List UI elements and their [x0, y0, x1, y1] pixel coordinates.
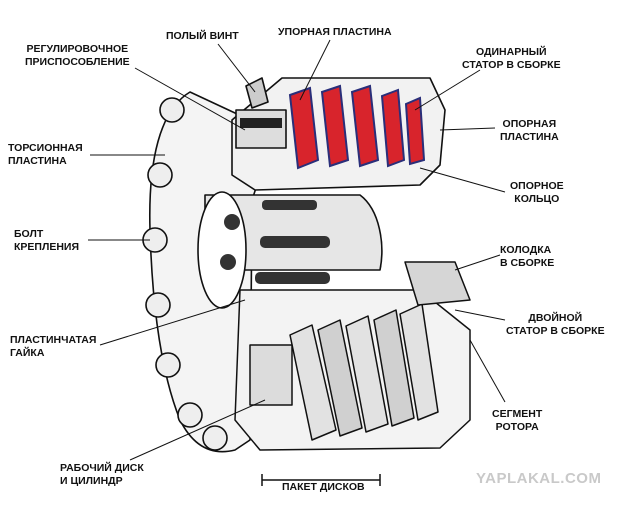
- leader-hollow-screw: [217, 43, 256, 93]
- tube-slot-1: [262, 200, 317, 210]
- label-thrust-plate-line-1: УПОРНАЯ ПЛАСТИНА: [278, 26, 392, 38]
- bolt-lug-1: [159, 97, 185, 123]
- label-double-stator-line-1: ДВОЙНОЙ: [528, 312, 583, 324]
- label-lamellar-nut-line-2: ГАЙКА: [10, 347, 45, 359]
- lower-disc-4: [373, 309, 415, 427]
- label-double-stator: ДВОЙНОЙ СТАТОР В СБОРКЕ: [506, 312, 605, 338]
- label-pad-assembly-line-1: КОЛОДКА: [500, 244, 552, 256]
- label-mounting-bolt: БОЛТ КРЕПЛЕНИЯ: [14, 228, 79, 254]
- bolt-lug-7: [202, 425, 228, 451]
- label-piston-line-2: И ЦИЛИНДР: [60, 475, 123, 487]
- leader-lamellar-nut: [99, 299, 246, 346]
- leader-thrust-plate: [299, 39, 331, 101]
- label-backing-ring: ОПОРНОЕ КОЛЬЦО: [510, 180, 564, 206]
- friction-disc-3: [350, 84, 380, 168]
- lower-disc-5: [399, 303, 439, 421]
- friction-disc-1: [288, 86, 320, 170]
- bolt-lug-6: [177, 402, 203, 428]
- label-piston: РАБОЧИЙ ДИСК И ЦИЛИНДР: [60, 462, 144, 488]
- label-lamellar-nut: ПЛАСТИНЧАТАЯ ГАЙКА: [10, 334, 96, 360]
- tube-slot-3: [255, 272, 330, 284]
- bolt-lug-4: [145, 292, 171, 318]
- piston-block: [249, 344, 293, 406]
- friction-disc-4: [380, 88, 406, 168]
- tube-slot-2: [260, 236, 330, 248]
- label-rotor-segment-line-1: СЕГМЕНТ: [492, 408, 543, 420]
- label-mounting-bolt-line-1: БОЛТ: [14, 228, 44, 240]
- hollow-screw-body: [245, 77, 269, 109]
- label-backing-ring-line-2: КОЛЬЦО: [514, 193, 560, 205]
- leader-backing-plate: [439, 127, 496, 131]
- bolt-lug-2: [147, 162, 173, 188]
- label-single-stator-line-2: СТАТОР В СБОРКЕ: [462, 59, 561, 71]
- label-torque-plate: ТОРСИОННАЯ ПЛАСТИНА: [8, 142, 83, 168]
- bolt-lug-5: [155, 352, 181, 378]
- label-adjuster-line-1: РЕГУЛИРОВОЧНОЕ: [26, 43, 129, 55]
- label-double-stator-line-2: СТАТОР В СБОРКЕ: [506, 325, 605, 337]
- leader-backing-ring: [419, 167, 506, 193]
- label-hollow-screw: ПОЛЫЙ ВИНТ: [166, 30, 239, 43]
- tube-hole-2: [220, 254, 236, 270]
- leader-adjuster: [134, 67, 246, 131]
- label-backing-plate-line-1: ОПОРНАЯ: [502, 118, 557, 130]
- pad-block: [404, 261, 471, 306]
- label-mounting-bolt-line-2: КРЕПЛЕНИЯ: [14, 241, 80, 253]
- label-adjuster-line-2: ПРИСПОСОБЛЕНИЕ: [25, 56, 130, 68]
- label-torque-plate-line-2: ПЛАСТИНА: [8, 155, 67, 167]
- label-adjuster: РЕГУЛИРОВОЧНОЕ ПРИСПОСОБЛЕНИЕ: [25, 43, 130, 69]
- label-piston-line-1: РАБОЧИЙ ДИСК: [60, 462, 144, 474]
- label-disc-pack-line-1: ПАКЕТ ДИСКОВ: [282, 481, 365, 493]
- tube-bore: [197, 191, 247, 309]
- tube-hole-1: [224, 214, 240, 230]
- label-backing-plate: ОПОРНАЯ ПЛАСТИНА: [500, 118, 559, 144]
- leader-pad-assembly: [454, 254, 501, 271]
- friction-disc-2: [320, 84, 350, 168]
- label-thrust-plate: УПОРНАЯ ПЛАСТИНА: [278, 26, 392, 39]
- torque-tube: [204, 194, 383, 271]
- friction-disc-5: [404, 96, 426, 166]
- leader-double-stator: [454, 309, 506, 321]
- label-rotor-segment-line-2: РОТОРА: [495, 421, 539, 433]
- label-single-stator: ОДИНАРНЫЙ СТАТОР В СБОРКЕ: [462, 46, 561, 72]
- lower-disc-3: [345, 315, 389, 433]
- label-torque-plate-line-1: ТОРСИОННАЯ: [8, 142, 83, 154]
- lower-disc-1: [289, 324, 337, 441]
- watermark: YAPLAKAL.COM: [476, 470, 602, 487]
- label-hollow-screw-line-1: ПОЛЫЙ ВИНТ: [166, 30, 239, 42]
- label-rotor-segment: СЕГМЕНТ РОТОРА: [492, 408, 542, 434]
- label-pad-assembly: КОЛОДКА В СБОРКЕ: [500, 244, 554, 270]
- leader-piston: [129, 399, 266, 461]
- label-disc-pack: ПАКЕТ ДИСКОВ: [282, 481, 365, 494]
- adjuster-block: [235, 109, 287, 149]
- label-backing-plate-line-2: ПЛАСТИНА: [500, 131, 559, 143]
- label-backing-ring-line-1: ОПОРНОЕ: [510, 180, 564, 192]
- label-lamellar-nut-line-1: ПЛАСТИНЧАТАЯ: [10, 334, 97, 346]
- adjuster-teeth: [240, 118, 282, 128]
- leader-rotor-segment: [469, 339, 506, 403]
- lower-disc-2: [317, 319, 363, 437]
- label-single-stator-line-1: ОДИНАРНЫЙ: [475, 46, 547, 58]
- label-pad-assembly-line-2: В СБОРКЕ: [500, 257, 555, 269]
- leader-single-stator: [414, 69, 481, 111]
